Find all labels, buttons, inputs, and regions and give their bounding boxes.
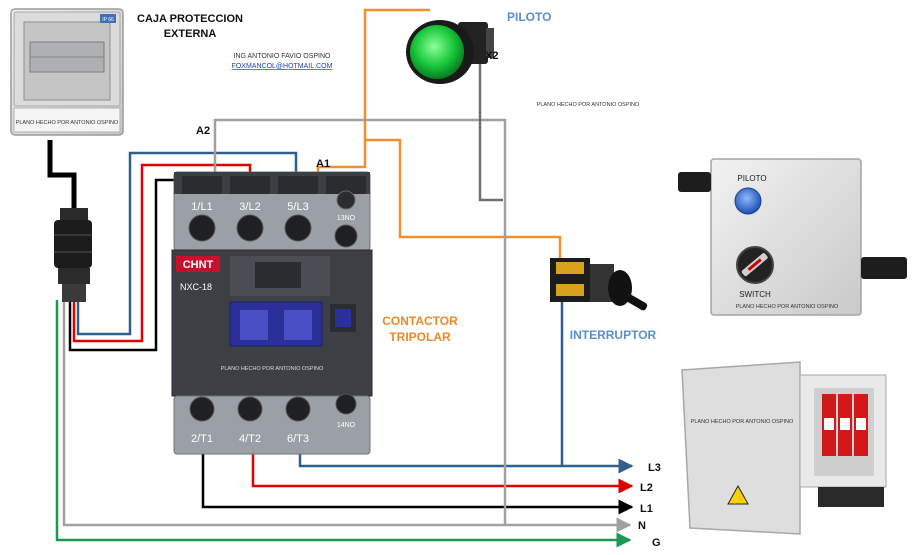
control-switch-label: SWITCH bbox=[739, 290, 771, 299]
control-box: PILOTO SWITCH PLANO HECHO POR ANTONIO OS… bbox=[678, 158, 907, 316]
svg-text:⚡: ⚡ bbox=[732, 492, 744, 505]
wire-neutral bbox=[62, 300, 632, 533]
terminal-14no: 14NO bbox=[337, 422, 356, 429]
breaker-plate: PLANO HECHO POR ANTONIO OSPINO bbox=[691, 419, 794, 425]
wire-orange-a1 bbox=[316, 8, 430, 182]
label-l3: L3 bbox=[648, 462, 661, 474]
wires bbox=[47, 8, 634, 548]
label-a1: A1 bbox=[316, 158, 330, 170]
label-g: G bbox=[652, 537, 661, 549]
label-tripolar: TRIPOLAR bbox=[389, 330, 451, 344]
author-name: ING ANTONIO FAVIO OSPINO bbox=[234, 53, 332, 60]
label-interruptor: INTERRUPTOR bbox=[570, 328, 657, 342]
label-l1: L1 bbox=[640, 503, 653, 515]
top-terminal-screws bbox=[182, 176, 366, 248]
wire-orange-lamp-to-switch bbox=[365, 138, 562, 262]
cable-gland bbox=[54, 208, 92, 302]
terminal-4t2: 4/T2 bbox=[239, 433, 261, 445]
wire-x2 bbox=[478, 40, 503, 202]
caja-plate-text: PLANO HECHO POR ANTONIO OSPINO bbox=[16, 120, 119, 126]
contactor-plate: PLANO HECHO POR ANTONIO OSPINO bbox=[221, 366, 324, 372]
terminal-13no: 13NO bbox=[337, 215, 356, 222]
pilot-lamp bbox=[406, 20, 494, 84]
control-piloto-label: PILOTO bbox=[737, 174, 766, 183]
contactor: 1/L1 3/L2 5/L3 13NO CHNT NXC-18 PLANO HE… bbox=[171, 171, 373, 455]
terminal-5l3: 5/L3 bbox=[287, 201, 308, 213]
caja-badge: IP 66 bbox=[102, 17, 114, 23]
interruptor-switch bbox=[550, 258, 648, 311]
label-contactor: CONTACTOR bbox=[382, 314, 458, 328]
wire-output-l1 bbox=[201, 440, 634, 515]
wire-blue-l3-input bbox=[76, 151, 298, 336]
breaker-box: ⚡ PLANO HECHO POR ANTONIO OSPINO bbox=[681, 361, 887, 535]
label-n: N bbox=[638, 520, 646, 532]
author-email: FOXMANCOL@HOTMAIL.COM bbox=[232, 63, 333, 70]
contactor-model: NXC-18 bbox=[180, 282, 212, 292]
label-a2: A2 bbox=[196, 125, 210, 137]
caja-title-line2: EXTERNA bbox=[164, 28, 217, 40]
caja-proteccion: IP 66 PLANO HECHO POR ANTONIO OSPINO bbox=[10, 8, 124, 136]
wire-red-l2-input bbox=[72, 163, 252, 343]
label-x2: X2 bbox=[485, 50, 498, 62]
caja-title-line1: CAJA PROTECCION bbox=[137, 13, 243, 25]
control-plate: PLANO HECHO POR ANTONIO OSPINO bbox=[736, 304, 839, 310]
wire-a2 bbox=[213, 118, 507, 525]
bottom-terminal-screws bbox=[189, 393, 357, 422]
terminal-3l2: 3/L2 bbox=[239, 201, 260, 213]
terminal-1l1: 1/L1 bbox=[191, 201, 212, 213]
label-piloto: PILOTO bbox=[507, 10, 551, 24]
terminal-2t1: 2/T1 bbox=[191, 433, 213, 445]
wire-ground bbox=[55, 300, 632, 548]
contactor-brand: CHNT bbox=[183, 259, 214, 271]
wire-caja-cable bbox=[47, 140, 77, 210]
terminal-6t3: 6/T3 bbox=[287, 433, 309, 445]
label-l2: L2 bbox=[640, 482, 653, 494]
plano-credit: PLANO HECHO POR ANTONIO OSPINO bbox=[537, 102, 640, 108]
